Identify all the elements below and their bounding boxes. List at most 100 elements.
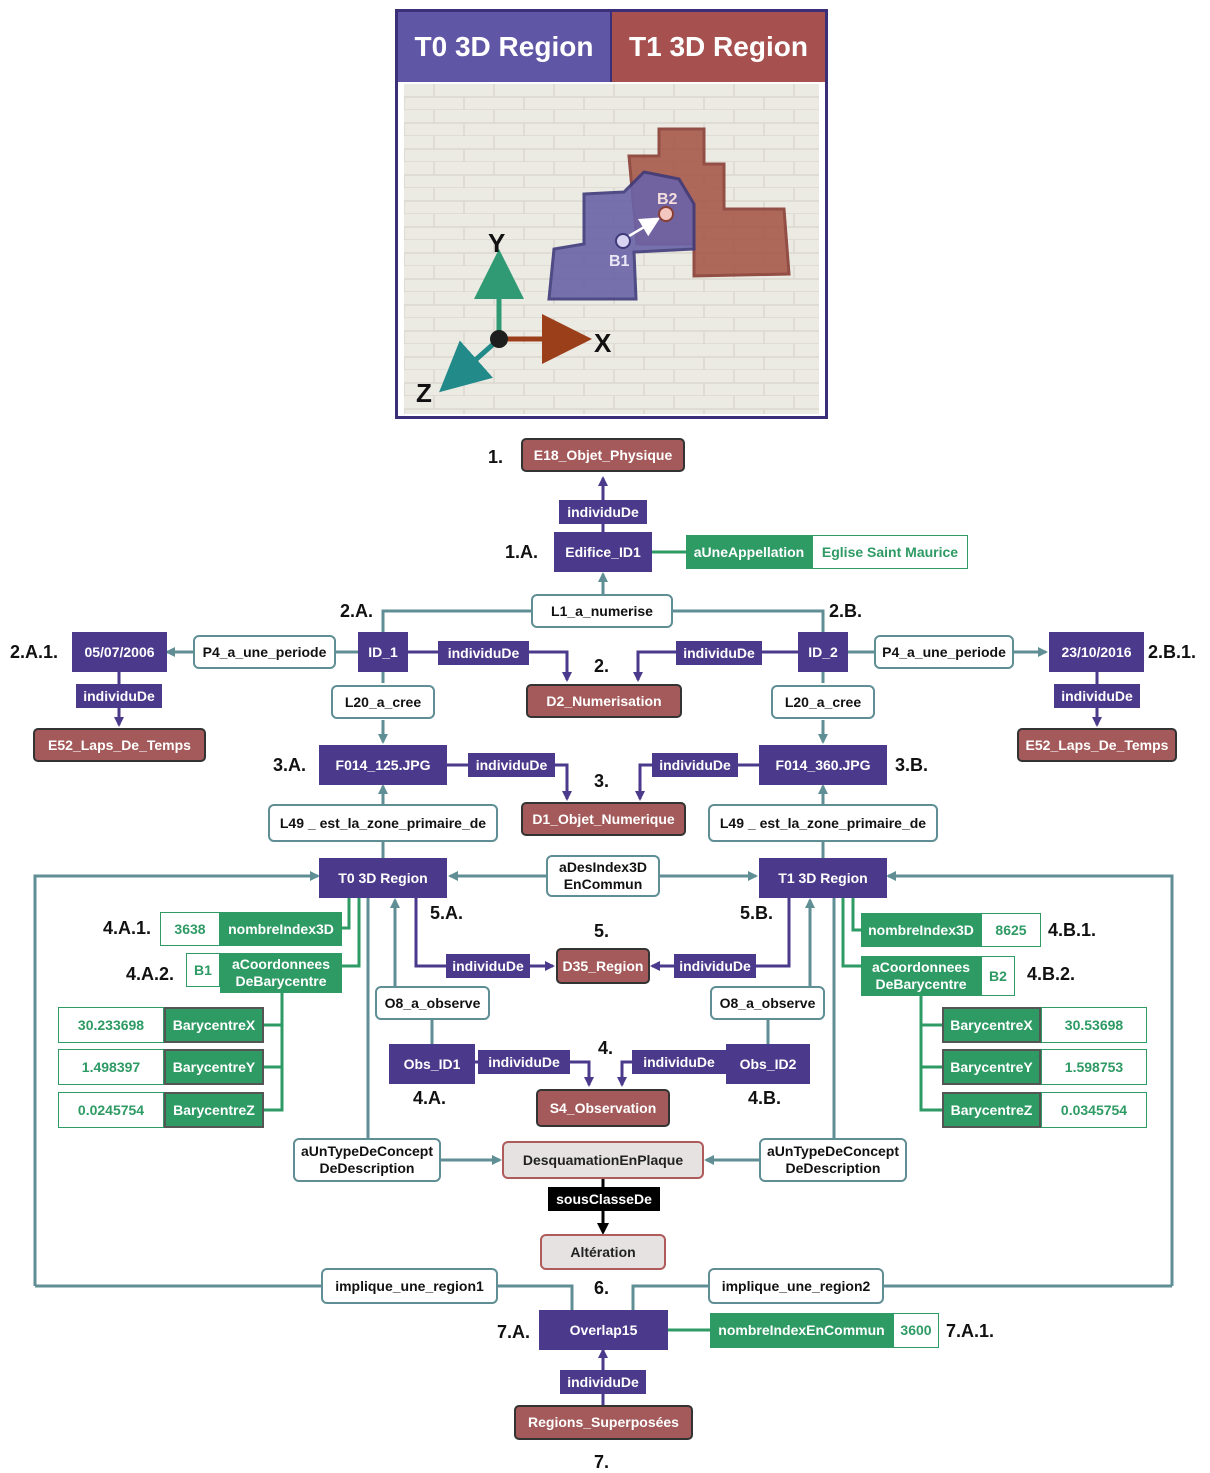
node-barycentrey-left: BarycentreY (164, 1049, 264, 1085)
node-obs-id2: Obs_ID2 (726, 1044, 810, 1084)
node-alteration: Altération (540, 1234, 666, 1270)
node-nombreindex3d-left: nombreIndex3D (220, 912, 342, 946)
axis-x-label: X (594, 328, 612, 358)
node-auneappellation: aUneAppellation (686, 535, 812, 569)
edge-l49-right: L49 _ est_la_zone_primaire_de (708, 804, 938, 842)
t1-header: T1 3D Region (612, 12, 825, 82)
edge-adesindex3d: aDesIndex3D EnCommun (546, 855, 660, 897)
label-1: 1. (488, 447, 504, 467)
node-d1-objet-numerique: D1_Objet_Numerique (521, 802, 686, 836)
label-4a1: 4.A.1. (103, 918, 152, 938)
value-3600: 3600 (893, 1313, 939, 1348)
b2-point (658, 206, 674, 222)
value-z1: 0.0245754 (58, 1092, 164, 1128)
edge-auntype-left-line1: aUnTypeDeConcept (301, 1143, 433, 1159)
edge-individude-f360: individuDe (652, 753, 738, 777)
label-2a1: 2.A.1. (10, 642, 59, 662)
edge-l20-left: L20_a_cree (331, 685, 435, 719)
node-barycentrex-right: BarycentreX (942, 1007, 1041, 1043)
label-2b1: 2.B.1. (1148, 642, 1197, 662)
node-date1: 05/07/2006 (72, 632, 167, 672)
node-overlap15: Overlap15 (539, 1310, 668, 1350)
axes-origin (490, 330, 508, 348)
node-nombreindexencommun: nombreIndexEnCommun (710, 1313, 893, 1348)
node-acoord-left: aCoordonnees DeBarycentre (220, 953, 342, 993)
value-y2: 1.598753 (1041, 1049, 1147, 1085)
edge-individude-t1: individuDe (674, 954, 756, 978)
edge-l20-right: L20_a_cree (771, 685, 875, 719)
edge-o8-right: O8_a_observe (710, 986, 825, 1020)
edge-individude-f125: individuDe (468, 753, 555, 777)
edge-o8-left: O8_a_observe (375, 986, 490, 1020)
node-eglise: Eglise Saint Maurice (812, 535, 968, 569)
label-3: 3. (594, 771, 610, 791)
edge-adesindex3d-line1: aDesIndex3D (559, 859, 647, 875)
node-d35-region: D35_Region (556, 948, 650, 984)
label-4a: 4.A. (413, 1088, 447, 1108)
label-4b2: 4.B.2. (1027, 964, 1076, 984)
node-barycentrez-right: BarycentreZ (942, 1092, 1041, 1128)
value-b1: B1 (186, 953, 220, 987)
edge-individude-id2: individuDe (676, 641, 762, 665)
edge-auntype-right-line2: DeDescription (785, 1160, 881, 1176)
node-acoord-right-line1: aCoordonnees (871, 959, 970, 975)
node-acoord-right: aCoordonnees DeBarycentre (861, 956, 981, 996)
edge-p4-right: P4_a_une_periode (874, 635, 1014, 669)
value-x2: 30.53698 (1041, 1007, 1147, 1043)
edge-individude-obs1: individuDe (478, 1050, 570, 1074)
node-e52-left: E52_Laps_De_Temps (33, 728, 206, 762)
label-4b: 4.B. (748, 1088, 782, 1108)
node-barycentrex-left: BarycentreX (164, 1007, 264, 1043)
node-edifice: Edifice_ID1 (554, 532, 652, 572)
label-2: 2. (594, 656, 610, 676)
value-3638: 3638 (160, 912, 220, 946)
label-2b: 2.B. (829, 601, 863, 621)
node-regions-superposees: Regions_Superposées (514, 1405, 693, 1440)
label-4b1: 4.B.1. (1048, 920, 1097, 940)
node-acoord-left-line2: DeBarycentre (235, 973, 327, 989)
label-3b: 3.B. (895, 755, 929, 775)
node-e52-right: E52_Laps_De_Temps (1017, 728, 1177, 762)
edge-adesindex3d-line2: EnCommun (563, 876, 643, 892)
t0-header: T0 3D Region (398, 12, 612, 82)
wall-photo: B1 B2 Y X Z (404, 84, 819, 414)
label-6: 6. (594, 1278, 610, 1298)
label-7a: 7.A. (497, 1322, 531, 1342)
node-e18: E18_Objet_Physique (521, 438, 685, 472)
axis-z-label: Z (416, 378, 432, 408)
value-b2: B2 (981, 956, 1015, 996)
node-f014-125: F014_125.JPG (319, 745, 447, 785)
edge-individude-t0: individuDe (446, 954, 530, 978)
label-7: 7. (594, 1452, 610, 1472)
edge-individude-date2: individuDe (1054, 684, 1140, 708)
edge-individude-obs2: individuDe (632, 1050, 726, 1074)
label-1a: 1.A. (505, 542, 539, 562)
node-desquamation: DesquamationEnPlaque (502, 1141, 704, 1179)
value-z2: 0.0345754 (1041, 1092, 1147, 1128)
value-y1: 1.498397 (58, 1049, 164, 1085)
node-barycentrey-right: BarycentreY (942, 1049, 1041, 1085)
node-id1: ID_1 (358, 632, 408, 672)
label-5a: 5.A. (430, 903, 464, 923)
b1-label: B1 (609, 253, 630, 270)
node-t1-region: T1 3D Region (759, 858, 887, 898)
edge-sousclassede: sousClasseDe (548, 1187, 660, 1211)
node-date2: 23/10/2016 (1049, 632, 1144, 672)
value-8625: 8625 (981, 913, 1041, 947)
edge-individude-date1: individuDe (76, 684, 162, 708)
edge-individude-overlap: individuDe (560, 1370, 646, 1394)
label-3a: 3.A. (273, 755, 307, 775)
node-nombreindex3d-right: nombreIndex3D (861, 913, 981, 947)
label-4a2: 4.A.2. (126, 964, 175, 984)
node-obs-id1: Obs_ID1 (389, 1044, 475, 1084)
node-t0-region: T0 3D Region (319, 858, 447, 898)
region-photo-panel: T0 3D Region T1 3D Region (395, 9, 828, 419)
edge-auntype-left: aUnTypeDeConcept DeDescription (293, 1138, 441, 1182)
edge-implique-region1: implique_une_region1 (321, 1268, 498, 1304)
edge-p4-left: P4_a_une_periode (193, 635, 336, 669)
label-5: 5. (594, 921, 610, 941)
edge-individude-1: individuDe (559, 500, 647, 524)
edge-auntype-left-line2: DeDescription (319, 1160, 415, 1176)
